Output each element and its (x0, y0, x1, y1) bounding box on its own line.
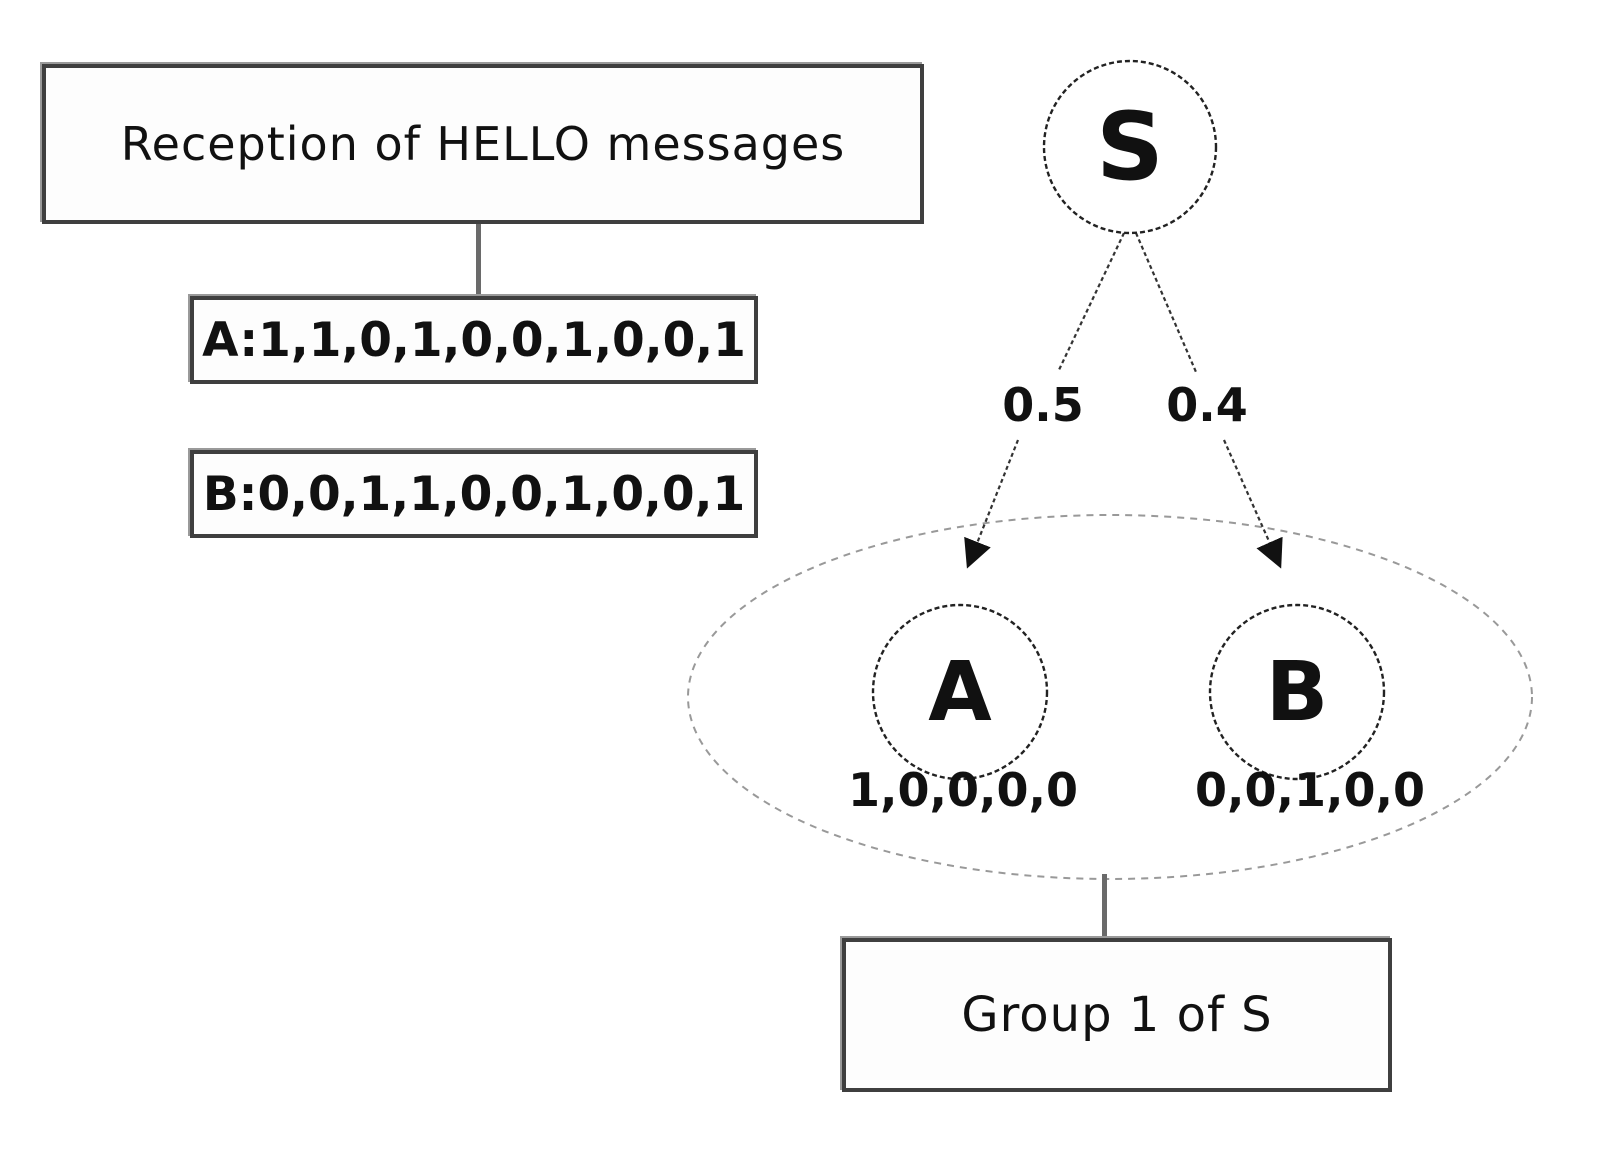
node-b-circle (1208, 603, 1386, 781)
hello-sequence-a-box: A:1,1,0,1,0,0,1,0,0,1 (190, 296, 758, 384)
connector-reception-to-a-box (476, 218, 481, 298)
probability-label-s-a: 0.5 (1002, 378, 1084, 432)
node-s-label: S (1096, 92, 1164, 202)
probability-label-s-b: 0.4 (1166, 378, 1248, 432)
hello-sequence-a-label: A:1,1,0,1,0,0,1,0,0,1 (202, 312, 746, 368)
edge-s-to-b-arrow (1222, 439, 1283, 569)
recent-bits-a-label: 1,0,0,0,0 (848, 763, 1078, 817)
edge-s-to-a-arrow (964, 439, 1020, 569)
group-box: Group 1 of S (842, 938, 1392, 1092)
hello-sequence-b-label: B:0,0,1,1,0,0,1,0,0,1 (202, 466, 746, 522)
connector-ellipse-to-group-box (1102, 874, 1107, 940)
node-s-circle (1042, 59, 1218, 235)
reception-box: Reception of HELLO messages (42, 64, 924, 224)
group-ellipse (687, 514, 1533, 880)
recent-bits-b-label: 0,0,1,0,0 (1195, 763, 1425, 817)
edge-s-to-b-upper (1134, 232, 1198, 373)
hello-sequence-b-box: B:0,0,1,1,0,0,1,0,0,1 (190, 450, 758, 538)
node-a-label: A (928, 644, 992, 740)
node-b-label: B (1265, 644, 1329, 740)
node-a-circle (871, 603, 1049, 781)
edge-s-to-a-upper (1057, 232, 1125, 373)
reception-box-label: Reception of HELLO messages (120, 117, 846, 171)
group-box-label: Group 1 of S (961, 987, 1273, 1043)
